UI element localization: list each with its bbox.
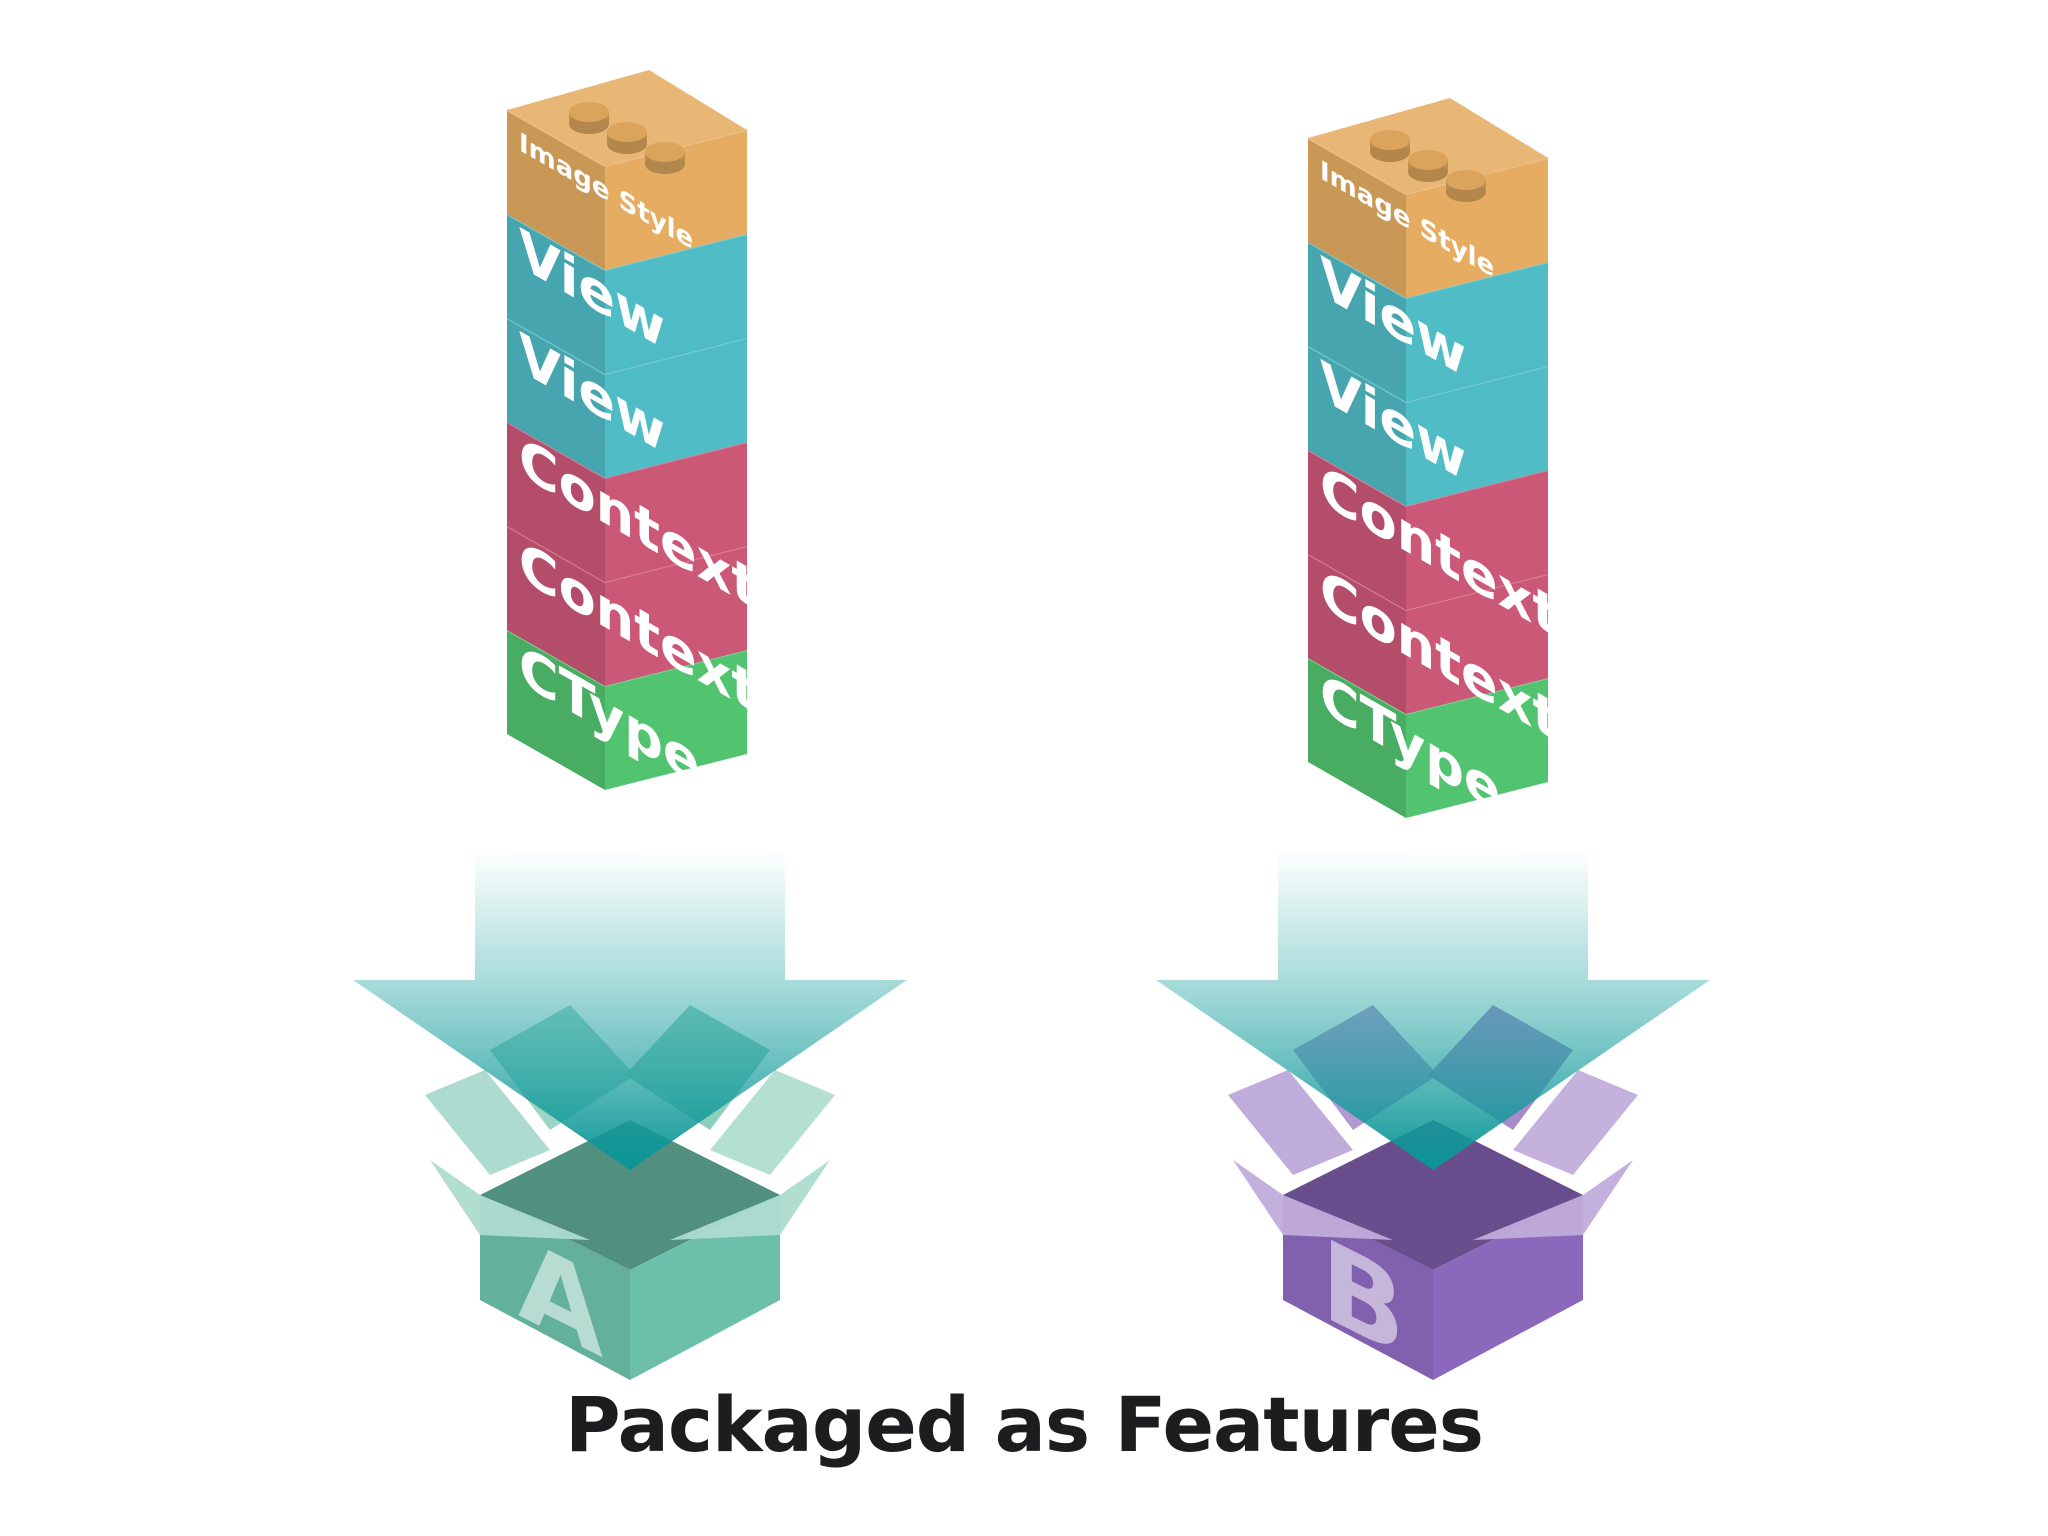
stud — [645, 142, 685, 174]
down-arrow-icon — [1156, 850, 1710, 1170]
stud — [569, 102, 609, 134]
stud — [607, 122, 647, 154]
caption: Packaged as Features — [565, 1380, 1484, 1469]
stud — [1446, 170, 1486, 202]
brick-view: View — [1307, 345, 1549, 506]
brick-top-face — [507, 70, 747, 166]
stud — [1408, 150, 1448, 182]
stud — [1370, 130, 1410, 162]
brick-image-style: Image Style — [506, 70, 748, 270]
brick-image-style: Image Style — [1307, 98, 1549, 298]
down-arrow-icon — [353, 850, 907, 1170]
brick-top-face — [1308, 98, 1548, 194]
